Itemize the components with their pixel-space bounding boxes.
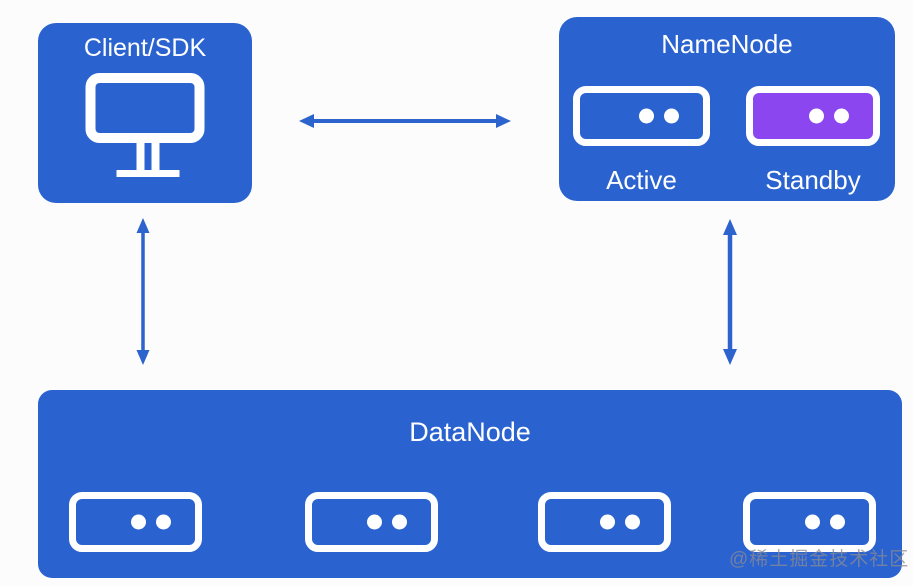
client-sdk-node: Client/SDK: [38, 23, 252, 203]
server-icon: [69, 492, 202, 552]
server-led-dots: [600, 514, 640, 530]
standby-label: Standby: [765, 165, 861, 195]
namenode-title: NameNode: [661, 29, 793, 59]
namenode-datanode-arrow: [723, 219, 737, 365]
server-led-dots: [805, 514, 845, 530]
monitor-icon: [85, 73, 205, 177]
datanode-node: DataNode: [38, 390, 902, 578]
datanode-title: DataNode: [409, 417, 531, 447]
active-server-icon: [573, 86, 710, 146]
standby-server-icon: [746, 86, 880, 146]
client-datanode-arrow: [136, 218, 150, 365]
server-icon: [538, 492, 671, 552]
server-icon: [743, 492, 876, 552]
namenode-node: NameNode Active Standby: [559, 17, 895, 201]
server-led-dots: [131, 514, 171, 530]
active-label: Active: [606, 165, 677, 195]
server-icon: [305, 492, 438, 552]
server-led-dots: [367, 514, 407, 530]
client-namenode-arrow: [299, 114, 511, 128]
server-led-dots: [809, 108, 849, 124]
watermark: @稀土掘金技术社区: [729, 549, 910, 570]
client-sdk-label: Client/SDK: [83, 34, 207, 62]
server-led-dots: [639, 108, 679, 124]
